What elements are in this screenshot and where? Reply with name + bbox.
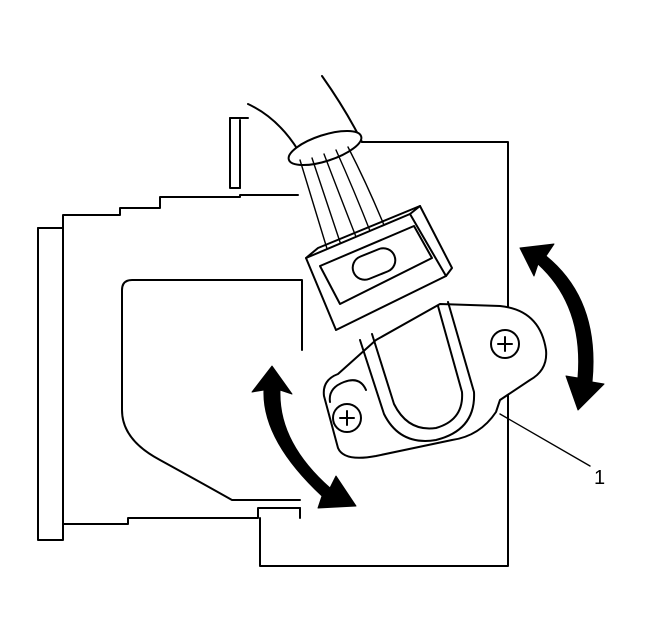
wiring-harness <box>247 75 387 253</box>
rotation-arrow-icon <box>519 243 605 411</box>
callout-leader-line <box>499 413 591 467</box>
throttle-body-housing <box>37 117 303 541</box>
connector-latch <box>351 247 397 281</box>
sensor-mounting-plate <box>259 141 509 567</box>
rotation-arrow-icon <box>251 365 357 509</box>
throttle-position-sensor <box>322 301 548 459</box>
screw-icon <box>490 329 520 359</box>
callout-label: 1 <box>594 467 605 489</box>
screw-icon <box>332 403 362 433</box>
harness-grommet <box>287 129 363 167</box>
sensor-connector <box>305 205 453 331</box>
callout-1: 1 <box>499 413 605 489</box>
